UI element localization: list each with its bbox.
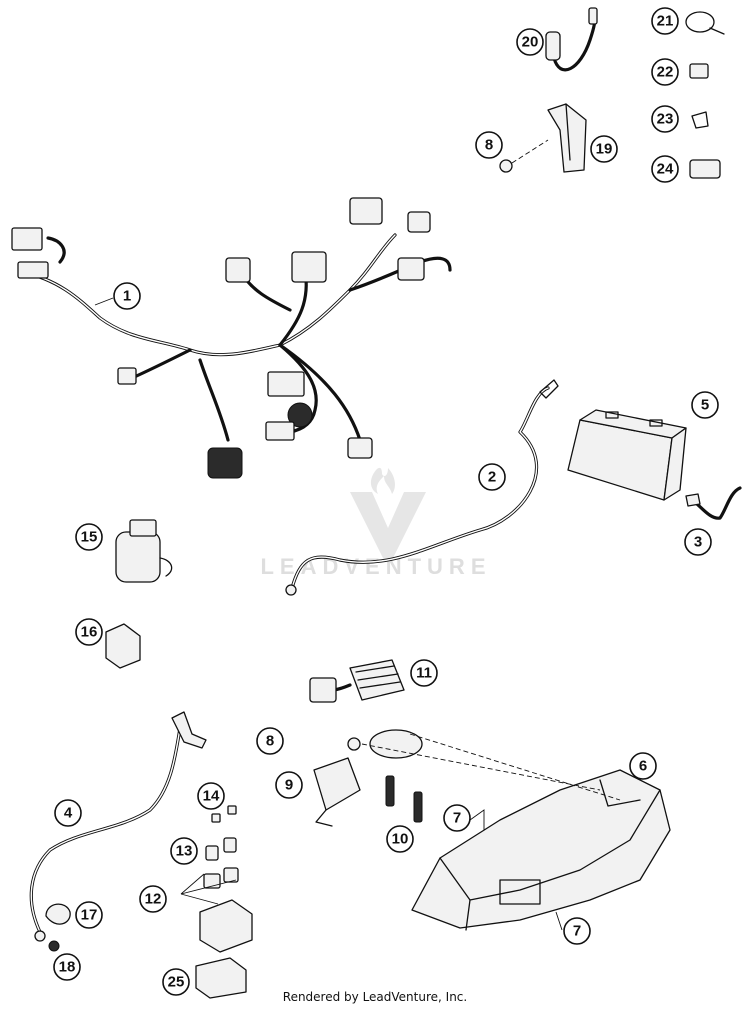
svg-text:15: 15 (81, 529, 98, 546)
callout-16[interactable]: 16 (75, 618, 103, 646)
svg-text:25: 25 (168, 974, 185, 991)
callout-7a[interactable]: 7 (443, 804, 471, 832)
svg-text:3: 3 (694, 534, 702, 551)
nut-18 (48, 940, 60, 952)
battery (567, 409, 687, 501)
svg-text:22: 22 (657, 64, 674, 81)
callout-9[interactable]: 9 (275, 771, 303, 799)
svg-text:6: 6 (639, 758, 647, 775)
callout-13[interactable]: 13 (170, 837, 198, 865)
callout-10[interactable]: 10 (386, 825, 414, 853)
svg-text:14: 14 (203, 788, 220, 805)
svg-text:17: 17 (81, 907, 98, 924)
callout-6[interactable]: 6 (629, 752, 657, 780)
svg-text:11: 11 (416, 665, 432, 682)
svg-text:18: 18 (59, 959, 76, 976)
svg-text:8: 8 (485, 137, 493, 154)
ground-cable (685, 486, 742, 520)
svg-text:19: 19 (596, 141, 613, 158)
callout-1[interactable]: 1 (113, 282, 141, 310)
fuse-13 (205, 837, 237, 861)
callout-24[interactable]: 24 (651, 155, 679, 183)
fuse-holder-19 (499, 7, 598, 173)
callout-17[interactable]: 17 (75, 901, 103, 929)
svg-text:7: 7 (453, 810, 461, 827)
callout-3[interactable]: 3 (684, 528, 712, 556)
callout-14[interactable]: 14 (197, 782, 225, 810)
leader-lines (94, 297, 621, 931)
callout-11[interactable]: 11 (410, 659, 438, 687)
regulator-bracket (313, 729, 423, 827)
battery-box (411, 769, 671, 931)
callout-19[interactable]: 19 (590, 135, 618, 163)
callout-18[interactable]: 18 (53, 953, 81, 981)
credit-text: Rendered by LeadVenture, Inc. (282, 990, 468, 1004)
starter-relay-12 (199, 867, 253, 953)
fuse-14 (211, 805, 237, 823)
relay-15 (115, 519, 173, 583)
callout-4[interactable]: 4 (54, 799, 82, 827)
relay-25 (195, 957, 247, 999)
voltage-regulator (309, 659, 405, 703)
callout-2[interactable]: 2 (478, 463, 506, 491)
clip-23 (691, 111, 709, 129)
svg-text:2: 2 (488, 469, 496, 486)
callout-15[interactable]: 15 (75, 523, 103, 551)
starter-cable (29, 711, 207, 942)
callout-20[interactable]: 20 (516, 28, 544, 56)
svg-text:12: 12 (145, 891, 162, 908)
callout-8a[interactable]: 8 (475, 131, 503, 159)
svg-text:7: 7 (573, 923, 581, 940)
cable-tie-21 (685, 11, 725, 35)
callout-21[interactable]: 21 (651, 7, 679, 35)
clip-22 (689, 63, 709, 79)
svg-text:16: 16 (81, 624, 98, 641)
callout-8b[interactable]: 8 (256, 727, 284, 755)
svg-text:4: 4 (64, 805, 73, 822)
svg-text:10: 10 (392, 831, 409, 848)
main-wiring-harness (11, 197, 452, 479)
svg-text:8: 8 (266, 733, 274, 750)
callout-12[interactable]: 12 (139, 885, 167, 913)
battery-cable (285, 379, 559, 596)
svg-text:21: 21 (657, 13, 674, 30)
svg-text:9: 9 (285, 777, 293, 794)
relay-16 (105, 623, 141, 669)
svg-text:24: 24 (657, 161, 674, 178)
svg-text:13: 13 (176, 843, 193, 860)
connector-24 (689, 159, 721, 179)
callout-23[interactable]: 23 (651, 105, 679, 133)
callout-25[interactable]: 25 (162, 968, 190, 996)
svg-text:20: 20 (522, 34, 539, 51)
svg-text:23: 23 (657, 111, 674, 128)
callout-5[interactable]: 5 (691, 391, 719, 419)
callout-22[interactable]: 22 (651, 58, 679, 86)
callout-7b[interactable]: 7 (563, 917, 591, 945)
bulb-17 (45, 903, 71, 925)
svg-text:5: 5 (701, 397, 709, 414)
svg-text:1: 1 (123, 288, 131, 305)
